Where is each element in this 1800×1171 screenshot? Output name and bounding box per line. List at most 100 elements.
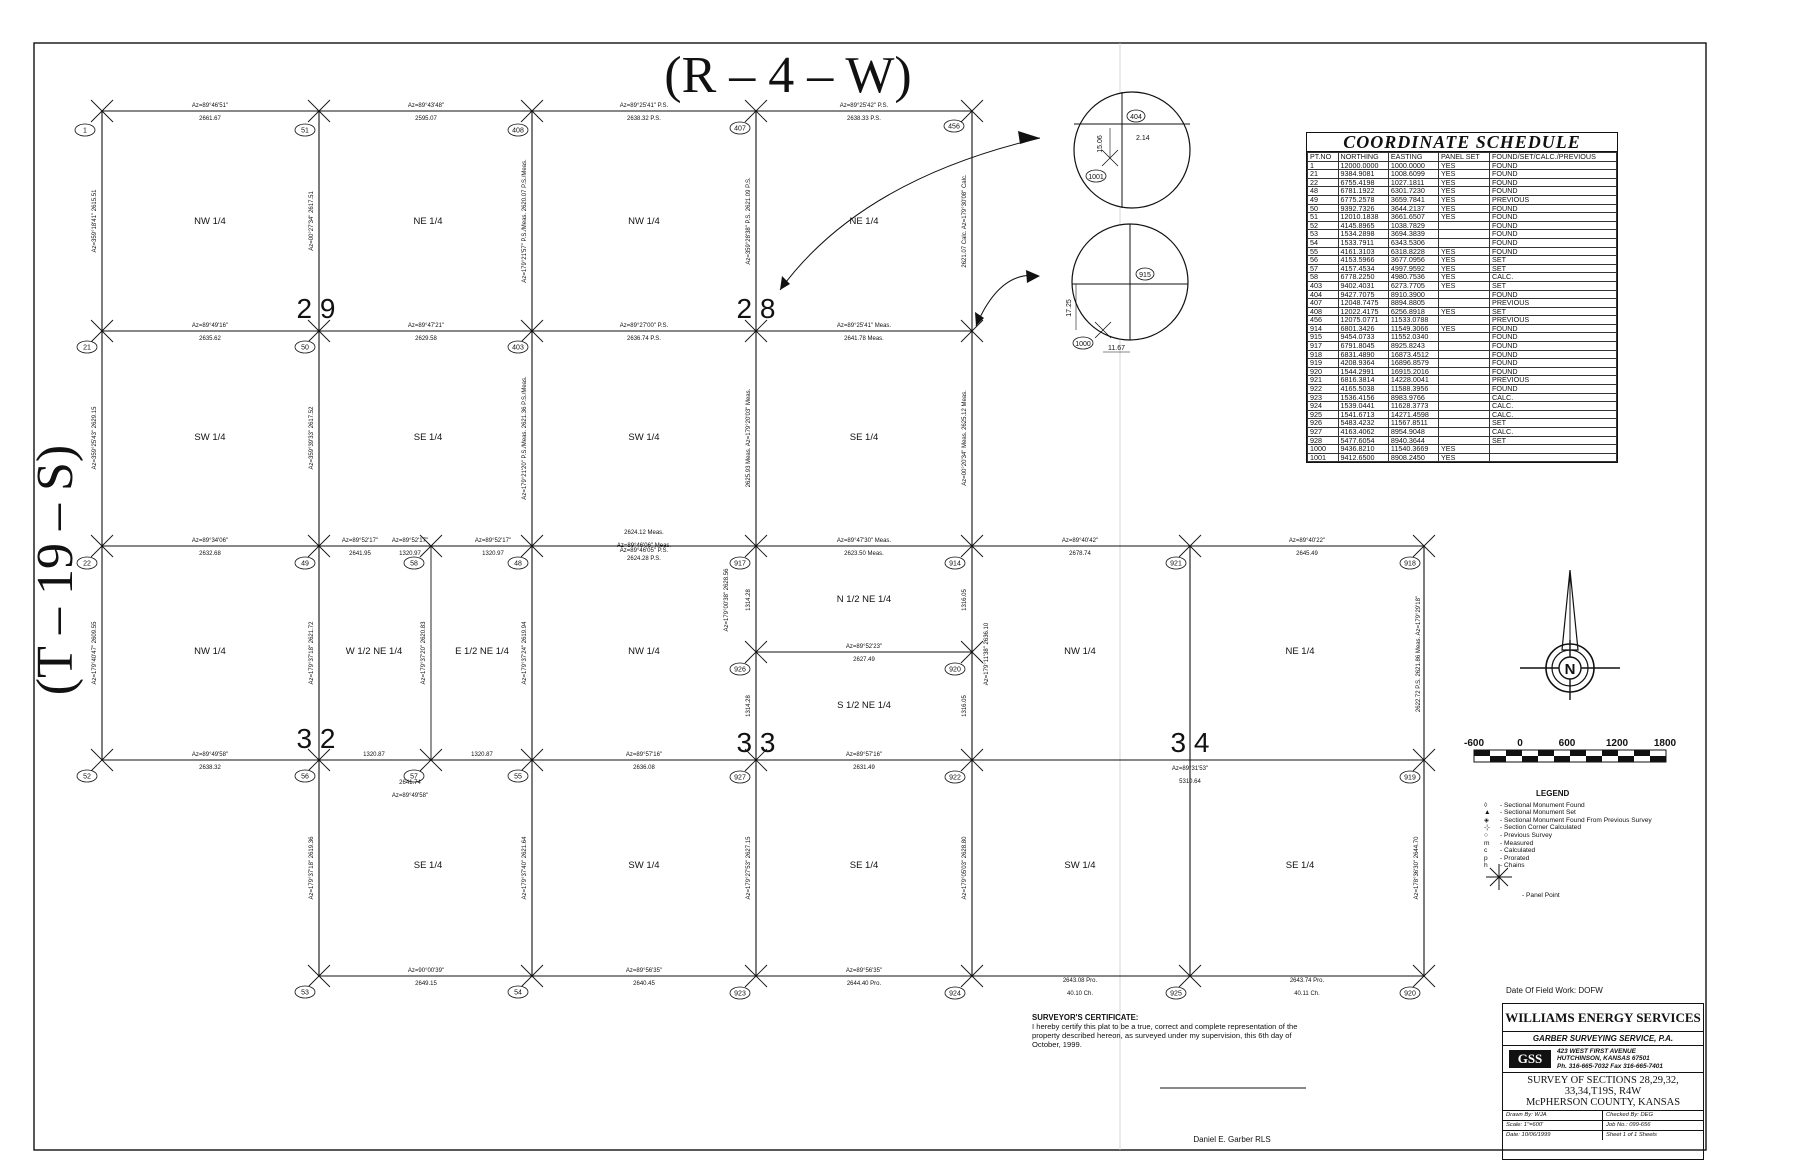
schedule-cell: PREVIOUS	[1489, 194, 1617, 205]
distance-label: 2636.08	[633, 765, 655, 771]
legend-symbol-icon: ○	[1484, 831, 1488, 839]
phone-line: Ph. 316-665-7032 Fax 316-665-7401	[1557, 1062, 1663, 1070]
distance-label: 2595.07	[415, 116, 437, 122]
panel-point-mark	[307, 99, 331, 123]
bearing-label: Az=89°57'16"	[846, 752, 882, 758]
point-label-oval	[294, 556, 316, 570]
vertical-bearing-label: 2621.07 Calc. Az=179°30'08" Calc.	[962, 174, 968, 268]
schedule-cell: 4165.5038	[1337, 384, 1389, 394]
schedule-cell	[1438, 418, 1491, 428]
schedule-cell: CALC.	[1489, 427, 1617, 437]
point-label: 21	[83, 345, 91, 352]
bearing-label: 2643.74 Pro.	[1290, 978, 1325, 984]
inset-dim: 11.67	[1108, 345, 1125, 352]
bearing-label: 2643.08 Pro.	[1063, 978, 1098, 984]
vertical-bearing-label: Az=178°36'30" 2644.70	[1414, 836, 1420, 900]
schedule-cell: 1000	[1307, 444, 1339, 454]
schedule-cell: 917	[1307, 341, 1339, 351]
schedule-cell: 56	[1307, 255, 1339, 265]
client-name: WILLIAMS ENERGY SERVICES	[1503, 1004, 1703, 1032]
panel-point-mark	[307, 319, 331, 343]
point-label: 1000	[1075, 341, 1091, 348]
bearing-label: 2624.12 Meas.	[624, 530, 664, 536]
scale-tick: -600	[1464, 738, 1484, 749]
distance-label: 2638.32	[199, 765, 221, 771]
point-label: 914	[949, 561, 961, 568]
scale-block	[1650, 756, 1666, 762]
panel-point-mark	[520, 748, 544, 772]
distance-label: 5310.64	[1179, 779, 1201, 785]
schedule-cell	[1489, 452, 1617, 463]
legend-title: LEGEND	[1536, 789, 1570, 798]
address-line: HUTCHINSON, KANSAS 67501	[1557, 1055, 1650, 1063]
schedule-cell: 927	[1307, 427, 1339, 437]
panel-point-mark	[744, 99, 768, 123]
schedule-cell: 11588.3956	[1387, 384, 1440, 394]
point-label: 927	[734, 775, 746, 782]
bearing-label: Az=89°43'48"	[408, 103, 444, 109]
schedule-cell	[1438, 289, 1491, 300]
schedule-cell: 11540.3669	[1387, 444, 1440, 454]
legend-symbol-icon: ◊	[1484, 801, 1488, 809]
point-label-oval	[294, 123, 316, 137]
certificate-heading: SURVEYOR'S CERTIFICATE:	[1032, 1013, 1139, 1022]
vertical-bearing-label: 1314.28	[746, 695, 752, 717]
survey-title: SURVEY OF SECTIONS 28,29,32, 33,34,T19S,…	[1503, 1073, 1703, 1111]
schedule-cell	[1438, 392, 1491, 403]
panel-point-mark	[419, 534, 443, 558]
quarter-label: SE 1/4	[414, 432, 443, 443]
range-label: (R – 4 – W)	[664, 47, 911, 104]
schedule-header: NORTHING	[1337, 152, 1389, 162]
distance-label: 2638.32 P.S.	[627, 116, 661, 122]
schedule-title: COORDINATE SCHEDULE	[1307, 133, 1617, 152]
point-label: 922	[949, 775, 961, 782]
bearing-label: Az=89°56'35"	[846, 968, 882, 974]
point-label-oval	[507, 985, 529, 999]
vertical-bearing-label: 1314.28	[746, 589, 752, 611]
panel-point-mark	[1412, 964, 1436, 988]
panel-point-mark	[307, 748, 331, 772]
legend-symbol-icon: h	[1484, 862, 1488, 870]
section-number: 3 4	[1171, 727, 1210, 758]
quarter-label: W 1/2 NE 1/4	[346, 646, 403, 657]
schedule-cell	[1438, 332, 1491, 343]
vertical-bearing-label: 2622.72 P.S. 2621.86 Meas. Az=179°29'18"	[1416, 596, 1422, 712]
job-number: Job No.: 099-656	[1603, 1121, 1703, 1131]
schedule-cell: SET	[1489, 280, 1617, 291]
point-label-oval	[944, 986, 966, 1000]
scale-tick: 600	[1559, 738, 1576, 749]
vertical-bearing-label: Az=359°25'43" 2629.15	[92, 406, 98, 470]
distance-label: 40.11 Ch.	[1294, 991, 1320, 997]
vertical-bearing-label: Az=179°37'24" 2619.94	[522, 621, 528, 685]
schedule-cell	[1438, 384, 1491, 394]
legend-text: - Panel Point	[1522, 891, 1560, 899]
bearing-label: Az=89°40'22"	[1289, 538, 1325, 544]
scale-block	[1522, 756, 1538, 762]
vertical-bearing-label: Az=359°39'33" 2617.52	[309, 406, 315, 470]
schedule-cell: 9412.6500	[1337, 452, 1389, 463]
point-label: 52	[83, 774, 91, 781]
quarter-label: SE 1/4	[1286, 860, 1315, 871]
point-label: 53	[301, 990, 309, 997]
leader-arrow	[779, 137, 1041, 291]
legend-symbol-icon: p	[1484, 854, 1488, 862]
point-label-oval	[729, 662, 751, 676]
title-block: WILLIAMS ENERGY SERVICES GARBER SURVEYIN…	[1502, 1003, 1704, 1160]
quarter-label: SE 1/4	[850, 860, 879, 871]
schedule-cell: 3661.6507	[1387, 212, 1440, 222]
legend-text: - Sectional Monument Found From Previous…	[1500, 816, 1652, 824]
point-label-oval	[729, 986, 751, 1000]
vertical-bearing-label: 1316.05	[962, 695, 968, 717]
distance-label: 2632.68	[199, 551, 221, 557]
point-label-oval	[294, 340, 316, 354]
point-label: 919	[1404, 775, 1416, 782]
vertical-bearing-label: Az=359°18'41" 2615.51	[92, 189, 98, 253]
scale-block	[1618, 756, 1634, 762]
legend-item: h- Chains	[1484, 862, 1684, 870]
schedule-cell: FOUND	[1489, 384, 1617, 394]
